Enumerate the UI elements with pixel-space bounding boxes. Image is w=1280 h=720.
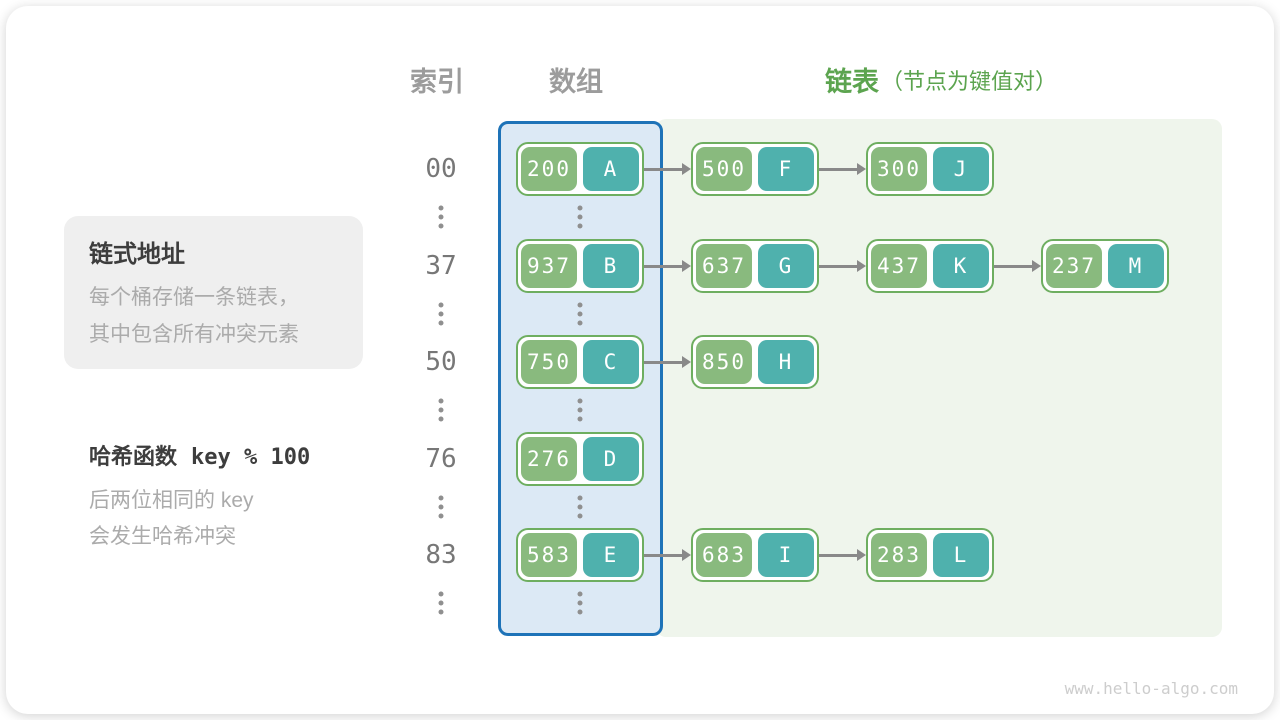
index-label: 00: [425, 154, 457, 184]
index-label: 37: [425, 251, 457, 281]
hash-function-code: key % 100: [191, 445, 311, 470]
node-key: 283: [871, 533, 927, 577]
column-header-linked-list: 链表 （节点为键值对）: [825, 60, 1057, 99]
index-label: 50: [425, 347, 457, 377]
pointer-arrow-icon: [819, 528, 866, 582]
hash-function-description: 后两位相同的 key 会发生哈希冲突: [89, 483, 310, 555]
node-key: 637: [696, 244, 752, 288]
node-key: 276: [521, 437, 577, 481]
ellipsis-dots-icon: [577, 495, 583, 519]
pointer-arrow-icon: [644, 528, 691, 582]
ellipsis-dots-icon: [577, 205, 583, 229]
node-key: 237: [1046, 244, 1102, 288]
linked-list-label: 链表: [824, 67, 879, 97]
ellipsis-dots-icon: [438, 495, 444, 519]
node-value: I: [758, 533, 814, 577]
pointer-arrow-icon: [819, 142, 866, 196]
node-value: E: [583, 533, 639, 577]
node-key: 937: [521, 244, 577, 288]
node-key: 750: [521, 340, 577, 384]
node-key: 583: [521, 533, 577, 577]
node-key: 500: [696, 147, 752, 191]
linked-list-note: （节点为键值对）: [880, 68, 1058, 94]
ellipsis-dots-icon: [438, 302, 444, 326]
node-key: 850: [696, 340, 752, 384]
node-key: 683: [696, 533, 752, 577]
pointer-arrow-icon: [644, 239, 691, 293]
hash-note-line2: 会发生哈希冲突: [89, 525, 236, 548]
node-value: B: [583, 244, 639, 288]
node-value: F: [758, 147, 814, 191]
ellipsis-dots-icon: [438, 591, 444, 615]
column-header-index: 索引: [410, 67, 464, 97]
pointer-arrow-icon: [994, 239, 1041, 293]
watermark: www.hello-algo.com: [1064, 679, 1238, 698]
info-box-line2: 其中包含所有冲突元素: [89, 323, 299, 346]
node-value: H: [758, 340, 814, 384]
index-label: 83: [425, 540, 457, 570]
node-key: 437: [871, 244, 927, 288]
node-key: 300: [871, 147, 927, 191]
hash-function-note: 哈希函数 key % 100 后两位相同的 key 会发生哈希冲突: [89, 439, 310, 555]
pointer-arrow-icon: [819, 239, 866, 293]
info-box-title: 链式地址: [89, 241, 185, 268]
ellipsis-dots-icon: [577, 591, 583, 615]
node-value: L: [933, 533, 989, 577]
pointer-arrow-icon: [644, 142, 691, 196]
hash-function-title: 哈希函数 key % 100: [89, 439, 310, 471]
node-value: G: [758, 244, 814, 288]
info-box-line1: 每个桶存储一条链表，: [89, 286, 299, 309]
info-box: 链式地址 每个桶存储一条链表， 其中包含所有冲突元素: [64, 216, 363, 369]
node-value: J: [933, 147, 989, 191]
node-value: K: [933, 244, 989, 288]
ellipsis-dots-icon: [577, 398, 583, 422]
node-value: A: [583, 147, 639, 191]
ellipsis-dots-icon: [438, 205, 444, 229]
info-box-description: 每个桶存储一条链表， 其中包含所有冲突元素: [89, 279, 338, 353]
column-header-array: 数组: [549, 67, 603, 97]
index-label: 76: [425, 444, 457, 474]
hash-note-line1: 后两位相同的 key: [89, 489, 254, 512]
node-value: M: [1108, 244, 1164, 288]
node-value: C: [583, 340, 639, 384]
ellipsis-dots-icon: [438, 398, 444, 422]
node-key: 200: [521, 147, 577, 191]
ellipsis-dots-icon: [577, 302, 583, 326]
hash-function-label: 哈希函数: [89, 444, 178, 469]
pointer-arrow-icon: [644, 335, 691, 389]
node-value: D: [583, 437, 639, 481]
